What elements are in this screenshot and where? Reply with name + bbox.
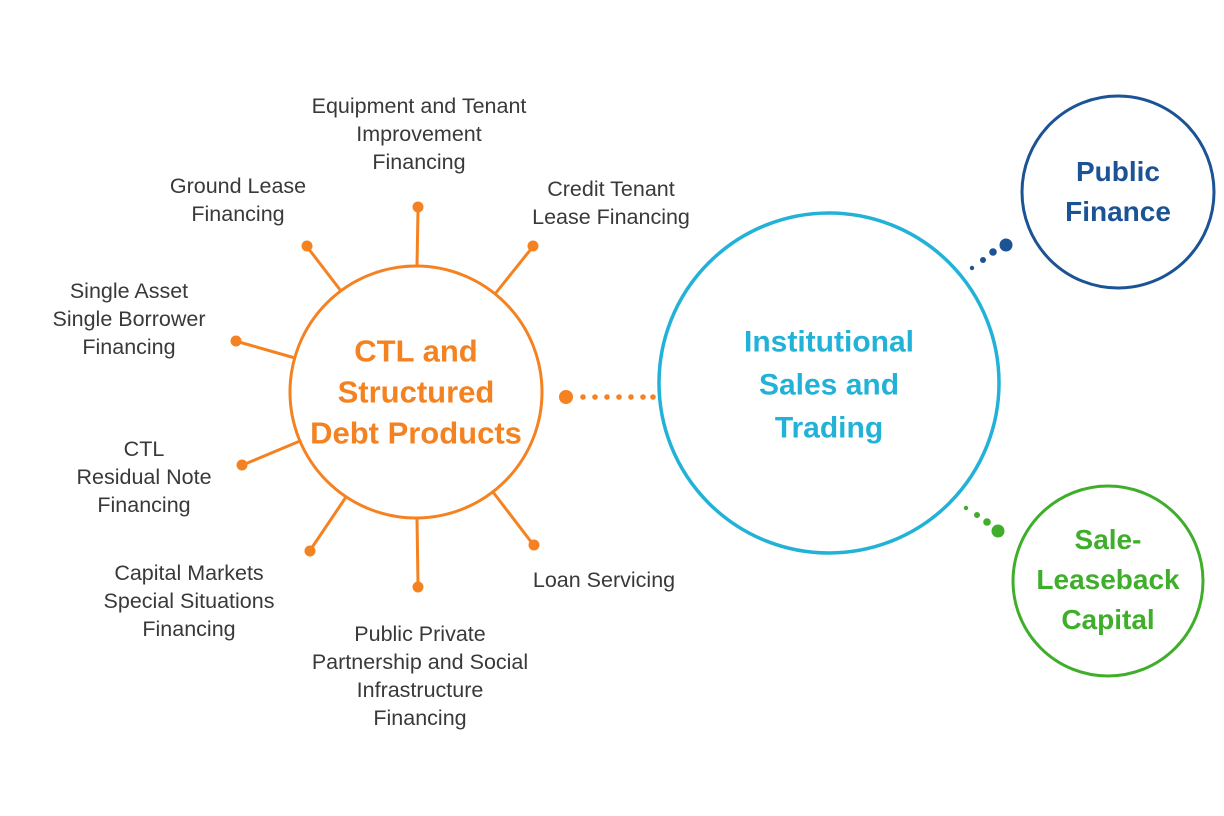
label-loan-servicing: Loan Servicing bbox=[532, 568, 676, 592]
label-equipment-financing: Equipment and Tenant Improvement Financi… bbox=[311, 94, 527, 174]
main-circle-title: Institutional Sales and Trading bbox=[744, 325, 914, 445]
label-capital-markets-financing: Capital Markets Special Situations Finan… bbox=[103, 561, 275, 641]
spoke-equipment bbox=[412, 201, 424, 267]
spoke-public-private bbox=[412, 517, 424, 593]
connector-hub-to-main bbox=[559, 390, 656, 404]
label-ground-lease-financing: Ground Lease Financing bbox=[169, 174, 307, 226]
label-credit-tenant-lease-financing: Credit Tenant Lease Financing bbox=[532, 177, 690, 229]
hub-circle bbox=[288, 264, 544, 520]
label-single-asset-financing: Single Asset Single Borrower Financing bbox=[52, 279, 206, 359]
sale-leaseback-circle bbox=[1011, 484, 1205, 678]
spoke-credit-tenant bbox=[493, 240, 539, 295]
connector-main-to-sale-leaseback bbox=[963, 505, 1005, 538]
sale-leaseback-title: Sale- Leaseback Capital bbox=[1036, 524, 1180, 635]
public-finance-title: Public Finance bbox=[1065, 156, 1171, 227]
spoke-ctl-residual bbox=[236, 439, 301, 471]
spoke-ground-lease bbox=[301, 240, 343, 292]
label-public-private-partnership-financing: Public Private Partnership and Social In… bbox=[311, 622, 529, 730]
public-finance-circle bbox=[1020, 94, 1216, 290]
spoke-capital-markets bbox=[304, 496, 348, 557]
label-ctl-residual-note-financing: CTL Residual Note Financing bbox=[76, 437, 212, 517]
main-circle bbox=[657, 211, 1001, 555]
hub-circle-title: CTL and Structured Debt Products bbox=[310, 333, 522, 451]
spoke-single-asset bbox=[230, 335, 296, 360]
spoke-loan-servicing bbox=[491, 491, 540, 551]
connector-main-to-public-finance bbox=[969, 238, 1013, 271]
